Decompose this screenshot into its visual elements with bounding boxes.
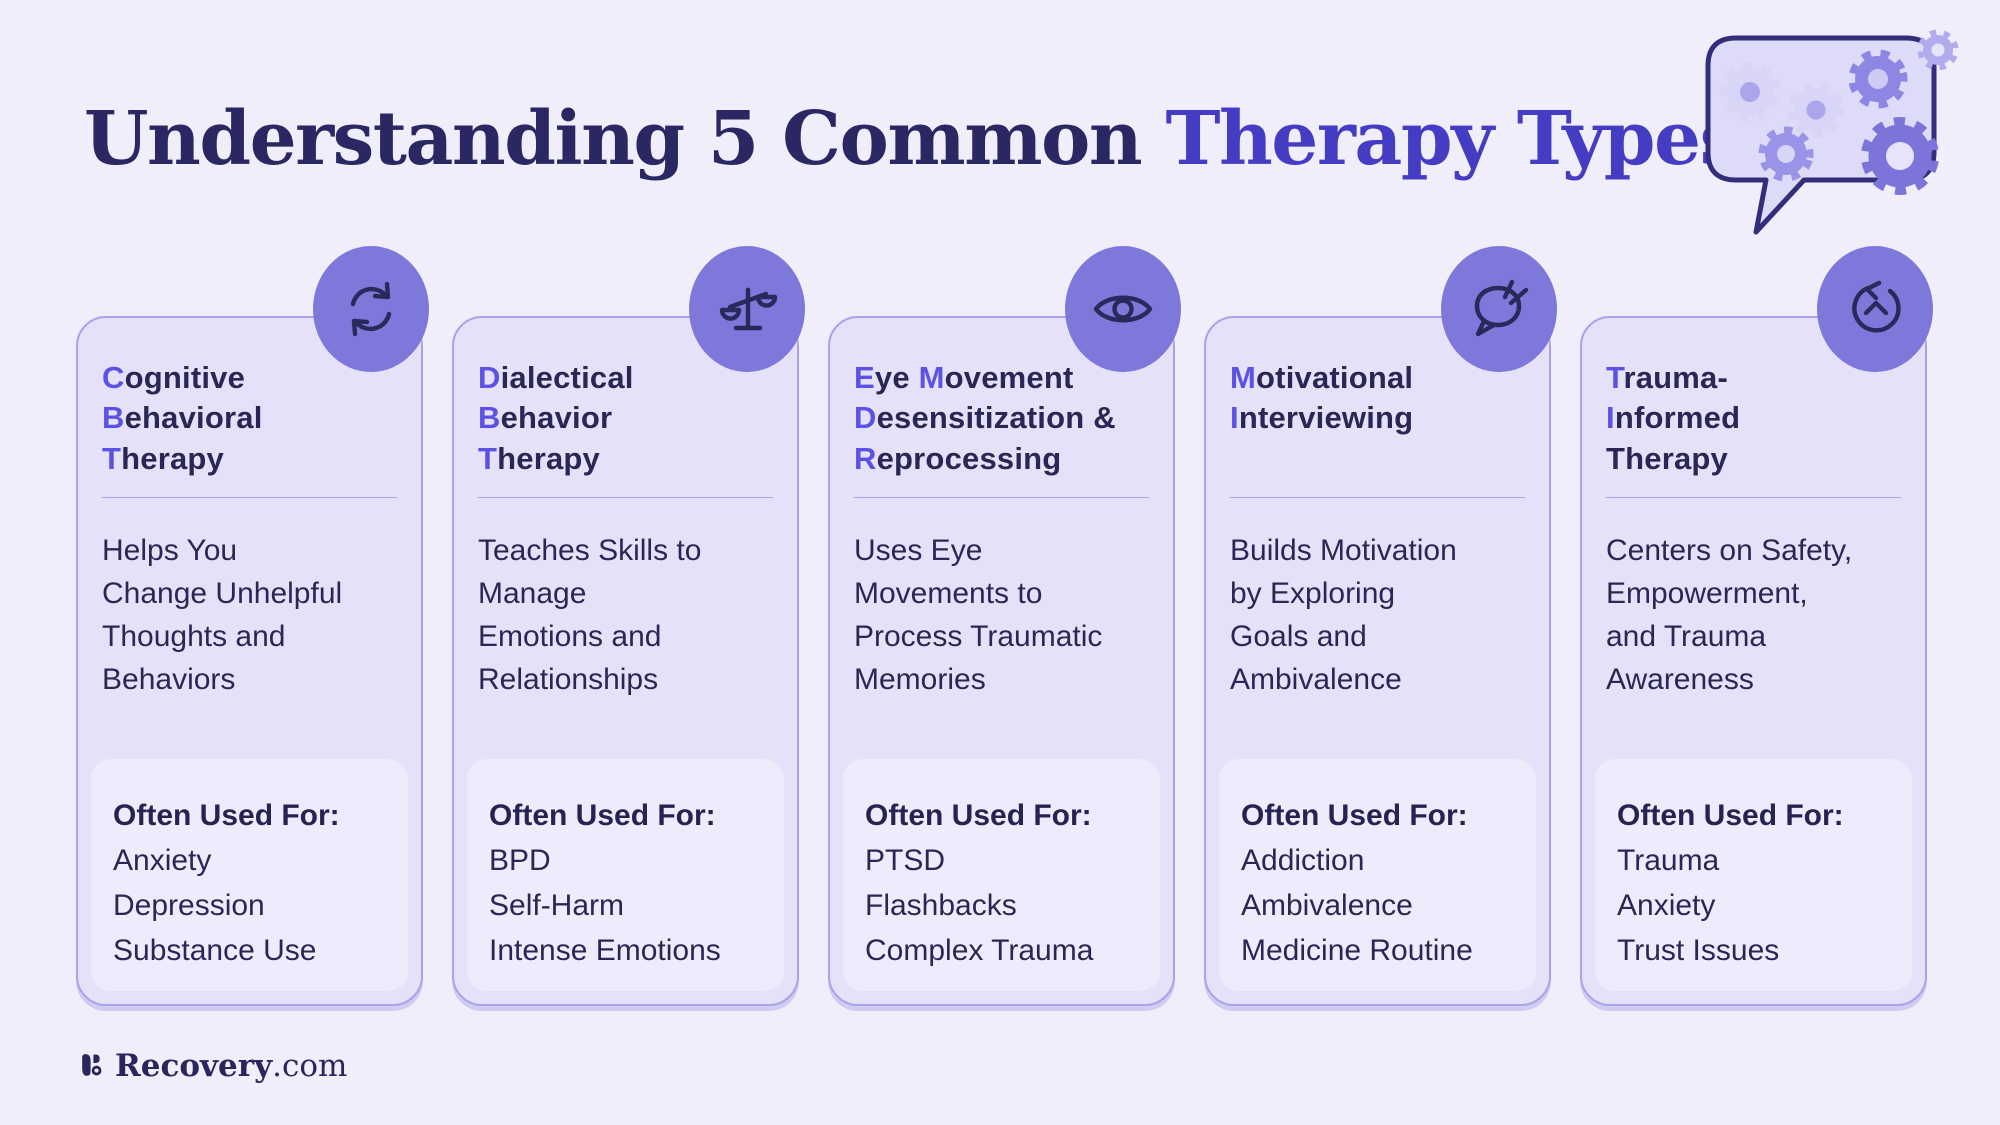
therapy-description: Centers on Safety,Empowerment,and Trauma…: [1606, 534, 1853, 696]
often-used-for-label: Often Used For:: [1241, 799, 1468, 832]
use-item: Complex Trauma: [865, 934, 1094, 967]
eye-icon: [1093, 295, 1153, 323]
card-icon-circle: [1817, 246, 1933, 372]
recovery-logomark-icon: [78, 1051, 106, 1081]
often-used-for-label: Often Used For:: [489, 799, 716, 832]
often-used-for-label: Often Used For:: [1617, 799, 1844, 832]
use-item: Self-Harm: [489, 889, 625, 922]
often-used-for-label: Often Used For:: [865, 799, 1092, 832]
gears-speech-bubble-illustration: [1688, 24, 1964, 268]
scale-icon: [719, 287, 778, 331]
use-item: PTSD: [865, 844, 946, 877]
card-icon-circle: [313, 246, 429, 372]
use-item: Depression: [113, 889, 265, 922]
page-title: Understanding 5 Common Therapy Types: [84, 96, 1741, 182]
chat-icon: [1474, 279, 1529, 337]
card-divider: [1230, 497, 1525, 498]
use-item: Ambivalence: [1241, 889, 1413, 922]
brand-name: Recovery: [115, 1048, 273, 1084]
use-item: Addiction: [1241, 844, 1365, 877]
card-icon-circle: [1441, 246, 1557, 372]
often-used-for-label: Often Used For:: [113, 799, 340, 832]
use-item: Flashbacks: [865, 889, 1017, 922]
card-icon-circle: [1065, 246, 1181, 372]
cycle-icon: [350, 281, 392, 337]
brand-tld: .com: [272, 1048, 348, 1084]
use-item: Anxiety: [113, 844, 212, 877]
page-title-regular: Understanding 5 Common: [84, 96, 1166, 182]
use-item: Trust Issues: [1617, 934, 1780, 967]
restore-icon: [1852, 280, 1901, 333]
use-item: Substance Use: [113, 934, 317, 967]
recovery-logo: Recovery.com: [78, 1048, 347, 1084]
gears-speech-bubble-icon: [1705, 29, 1959, 235]
card-divider: [854, 497, 1149, 498]
use-item: BPD: [489, 844, 551, 877]
use-item: Anxiety: [1617, 889, 1716, 922]
card-divider: [478, 497, 773, 498]
card-divider: [1606, 497, 1901, 498]
use-item: Intense Emotions: [489, 934, 721, 967]
page-title-highlight: Therapy Types: [1165, 96, 1741, 182]
card-icon-circle: [689, 246, 805, 372]
use-item: Medicine Routine: [1241, 934, 1473, 967]
recovery-wordmark: Recovery.com: [115, 1048, 347, 1084]
card-divider: [102, 497, 397, 498]
use-item: Trauma: [1617, 844, 1720, 877]
